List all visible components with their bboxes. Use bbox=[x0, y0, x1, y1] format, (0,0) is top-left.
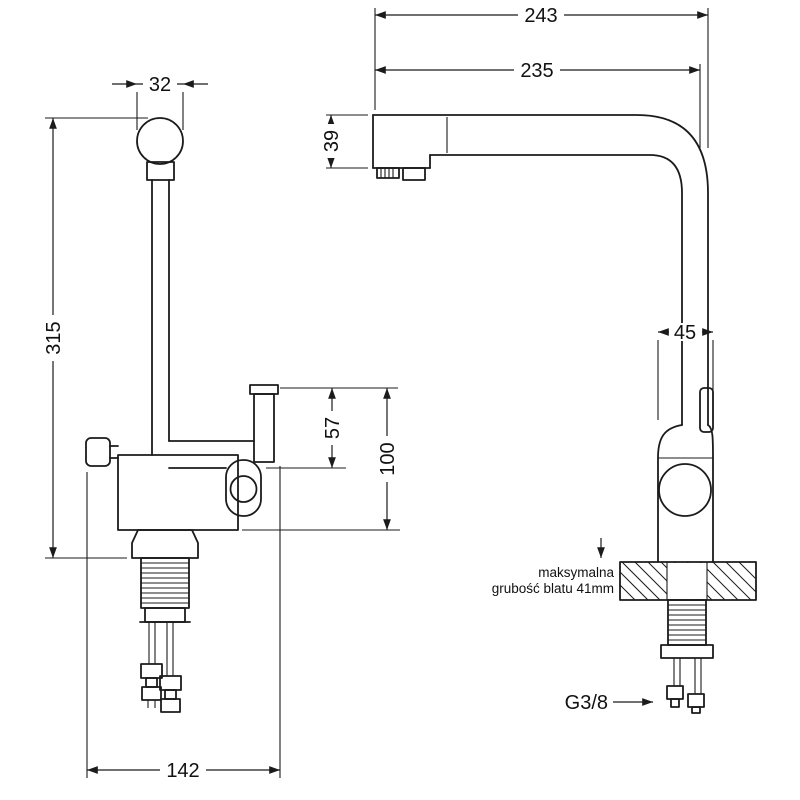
front-body-block bbox=[117, 454, 239, 531]
mounting-washer bbox=[660, 644, 714, 659]
dim-spout-reach-label: 235 bbox=[520, 60, 553, 82]
front-hose-stud-2 bbox=[159, 622, 182, 713]
dim-body-depth: 45 bbox=[657, 322, 714, 420]
mounting-bracket bbox=[144, 607, 186, 623]
handle-joint-circle bbox=[658, 463, 712, 517]
spout-inner-line bbox=[429, 154, 683, 426]
dim-outlet-offset-label: 57 bbox=[322, 417, 344, 439]
side-lever bbox=[699, 387, 714, 433]
front-hose-stud-1 bbox=[140, 622, 163, 708]
dim-body-depth-label: 45 bbox=[674, 322, 696, 344]
side-body-left bbox=[657, 424, 683, 563]
left-lever bbox=[85, 437, 111, 467]
dim-outlet-height: 100 bbox=[242, 388, 400, 531]
outlet-cup bbox=[225, 459, 262, 517]
aerator-detail bbox=[376, 167, 426, 181]
side-threaded-shank bbox=[667, 599, 707, 646]
side-stud-2 bbox=[687, 658, 705, 714]
faucet-neck bbox=[146, 161, 175, 181]
side-shank-threads bbox=[668, 604, 706, 641]
spout-outer-line bbox=[372, 114, 709, 426]
dim-base-span-label: 142 bbox=[166, 760, 199, 782]
dim-total-height: 315 bbox=[43, 117, 148, 559]
dim-head-width: 32 bbox=[112, 74, 208, 130]
outlet-aerator bbox=[229, 475, 258, 503]
dim-head-height-label: 39 bbox=[321, 130, 343, 152]
dim-total-height-label: 315 bbox=[43, 321, 65, 354]
front-shank-threads bbox=[141, 562, 189, 604]
dim-head-width-label: 32 bbox=[149, 74, 171, 96]
base-flange bbox=[131, 529, 199, 559]
filter-lever-column bbox=[253, 393, 275, 463]
dim-total-depth-label: 243 bbox=[524, 5, 557, 27]
dim-base-span: 142 bbox=[86, 466, 281, 782]
countertop-section bbox=[619, 561, 757, 601]
thread-callout: G3/8 bbox=[565, 692, 653, 714]
dim-outlet-height-label: 100 bbox=[377, 442, 399, 475]
faucet-head-sphere bbox=[136, 117, 184, 165]
thread-callout-label: G3/8 bbox=[565, 692, 608, 714]
dim-outlet-offset: 57 bbox=[266, 387, 398, 469]
dim-head-height: 39 bbox=[321, 114, 368, 169]
filter-lever-cap bbox=[249, 384, 279, 395]
countertop-note-line1: maksymalna bbox=[538, 565, 614, 580]
side-faucet-outline bbox=[372, 114, 757, 714]
side-stud-1 bbox=[666, 658, 684, 708]
dim-spout-reach: 235 bbox=[375, 60, 701, 148]
countertop-note-line2: grubość blatu 41mm bbox=[492, 581, 614, 596]
front-view: 32 315 57 bbox=[43, 74, 400, 782]
front-faucet-outline bbox=[85, 117, 279, 713]
dim-total-depth: 243 bbox=[374, 5, 709, 148]
side-view: 243 235 39 45 bbox=[321, 5, 757, 714]
countertop-note: maksymalna grubość blatu 41mm bbox=[492, 538, 614, 596]
